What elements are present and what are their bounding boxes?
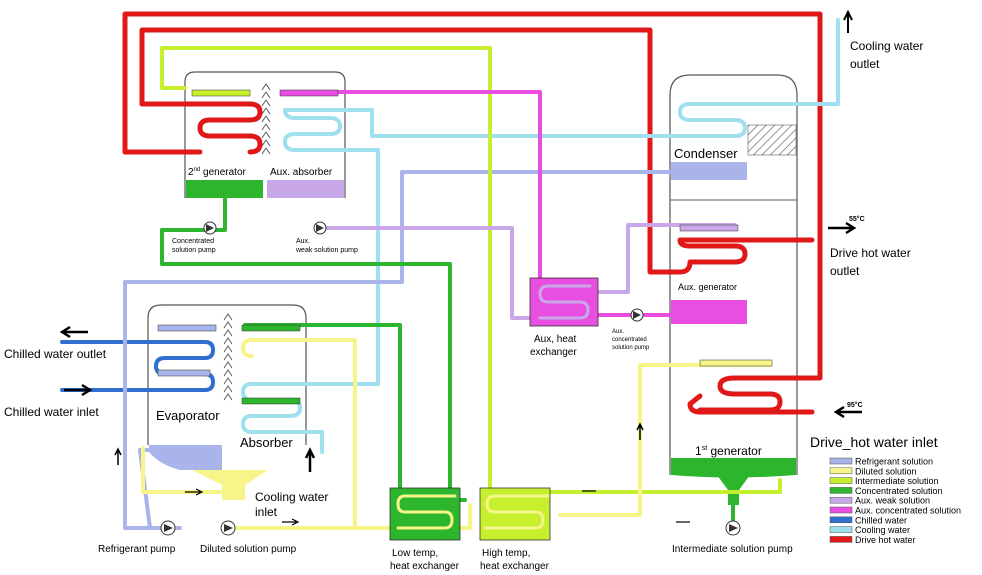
drive-hot-water-inlet-label: Drive_hot water inlet xyxy=(810,434,938,450)
conc-pump-label: Concentrated xyxy=(172,238,214,245)
aux-absorber-label: Aux. absorber xyxy=(270,167,333,178)
first-generator-label: 1st generator xyxy=(695,444,762,458)
legend-label: Aux. concentrated solution xyxy=(855,506,961,516)
condenser-hatch xyxy=(747,124,797,156)
lower-vessel xyxy=(147,304,307,445)
legend-swatch xyxy=(829,467,853,475)
second-generator-label: 2nd generator xyxy=(188,167,247,178)
legend-swatch xyxy=(829,526,853,533)
evaporator-pool xyxy=(149,445,222,470)
high-temp-hx-label: High temp, xyxy=(482,548,530,559)
legend-label: Diluted solution xyxy=(855,466,917,476)
aux-generator-pool xyxy=(671,300,747,324)
aux-conc-pump-label: Aux. xyxy=(612,329,624,335)
evaporator-label: Evaporator xyxy=(156,408,220,423)
aux-hx-label-2: exchanger xyxy=(530,347,577,358)
legend-swatch xyxy=(829,496,853,504)
labels: Cooling water outlet Condenser 2nd gener… xyxy=(4,39,938,572)
right-vessel xyxy=(669,74,798,475)
drive-hot-water-outlet-label: Drive hot water xyxy=(830,246,911,260)
drive-hot-water-pipes xyxy=(122,11,823,415)
legend-label: Chilled water xyxy=(855,515,907,525)
cooling-water-inlet-label: Cooling water xyxy=(255,490,328,504)
aux-conc-pump-label-3: solution pump xyxy=(612,345,650,351)
legend-swatch xyxy=(829,506,853,514)
intermediate-pump-label: Intermediate solution pump xyxy=(672,544,793,555)
absorber-pool xyxy=(192,470,268,500)
chilled-water-inlet-label: Chilled water inlet xyxy=(4,405,99,419)
aux-hx-label: Aux, heat xyxy=(534,334,576,345)
first-generator-pool xyxy=(671,458,796,478)
cooling-water-inlet-label-2: inlet xyxy=(255,505,278,519)
legend-label: Refrigerant solution xyxy=(855,457,933,467)
legend-label: Cooling water xyxy=(855,525,910,535)
vessel-shells xyxy=(147,71,798,475)
spray-headers xyxy=(157,89,773,405)
second-generator-pool xyxy=(186,180,263,198)
legend-label: Intermediate solution xyxy=(855,476,939,486)
low-temp-hx-label: Low temp, xyxy=(392,548,438,559)
cooling-water-outlet-label: Cooling water xyxy=(850,39,923,53)
upper-vessel xyxy=(184,71,346,198)
aux-absorber-pool xyxy=(267,180,344,198)
drive-hot-water-outlet-label-2: outlet xyxy=(830,264,860,278)
legend-swatch xyxy=(829,536,853,543)
condenser-pool xyxy=(671,162,747,180)
legend-label: Aux. weak solution xyxy=(855,496,930,506)
aux-weak-pump-label: Aux. xyxy=(296,238,310,245)
legend-swatch xyxy=(829,457,853,465)
cooling-water-pipes xyxy=(241,18,840,454)
aux-heat-exchanger xyxy=(529,277,599,327)
conc-pump-label-2: solution pump xyxy=(172,247,216,254)
refrigerant-pump-label: Refrigerant pump xyxy=(98,544,176,555)
temp-bottom-label: 95°C xyxy=(847,401,863,409)
legend-label: Concentrated solution xyxy=(855,486,943,496)
legend-swatch xyxy=(829,516,853,524)
aux-weak-pump-label-2: weak solution pump xyxy=(295,247,358,254)
condenser-label: Condenser xyxy=(674,146,738,161)
legend-label: Drive hot water xyxy=(855,535,916,545)
legend-swatch xyxy=(829,487,853,494)
temp-top-label: 55°C xyxy=(849,215,865,223)
high-temp-hx-label-2: heat exchanger xyxy=(480,561,550,572)
high-temp-heat-exchanger xyxy=(479,487,551,541)
legend-swatch xyxy=(829,477,853,484)
cooling-water-outlet-label-2: outlet xyxy=(850,57,880,71)
absorber-label: Absorber xyxy=(240,435,293,450)
aux-generator-label: Aux. generator xyxy=(678,282,737,292)
chilled-water-pipes xyxy=(60,340,215,392)
flow-arrows xyxy=(59,9,862,526)
pumps xyxy=(160,221,741,536)
chilled-water-outlet-label: Chilled water outlet xyxy=(4,347,107,361)
eliminator-chevrons xyxy=(223,83,271,401)
low-temp-heat-exchanger xyxy=(389,487,461,541)
aux-conc-pump-label-2: concentrated xyxy=(612,337,647,343)
diluted-pump-label: Diluted solution pump xyxy=(200,544,297,555)
low-temp-hx-label-2: heat exchanger xyxy=(390,561,460,572)
